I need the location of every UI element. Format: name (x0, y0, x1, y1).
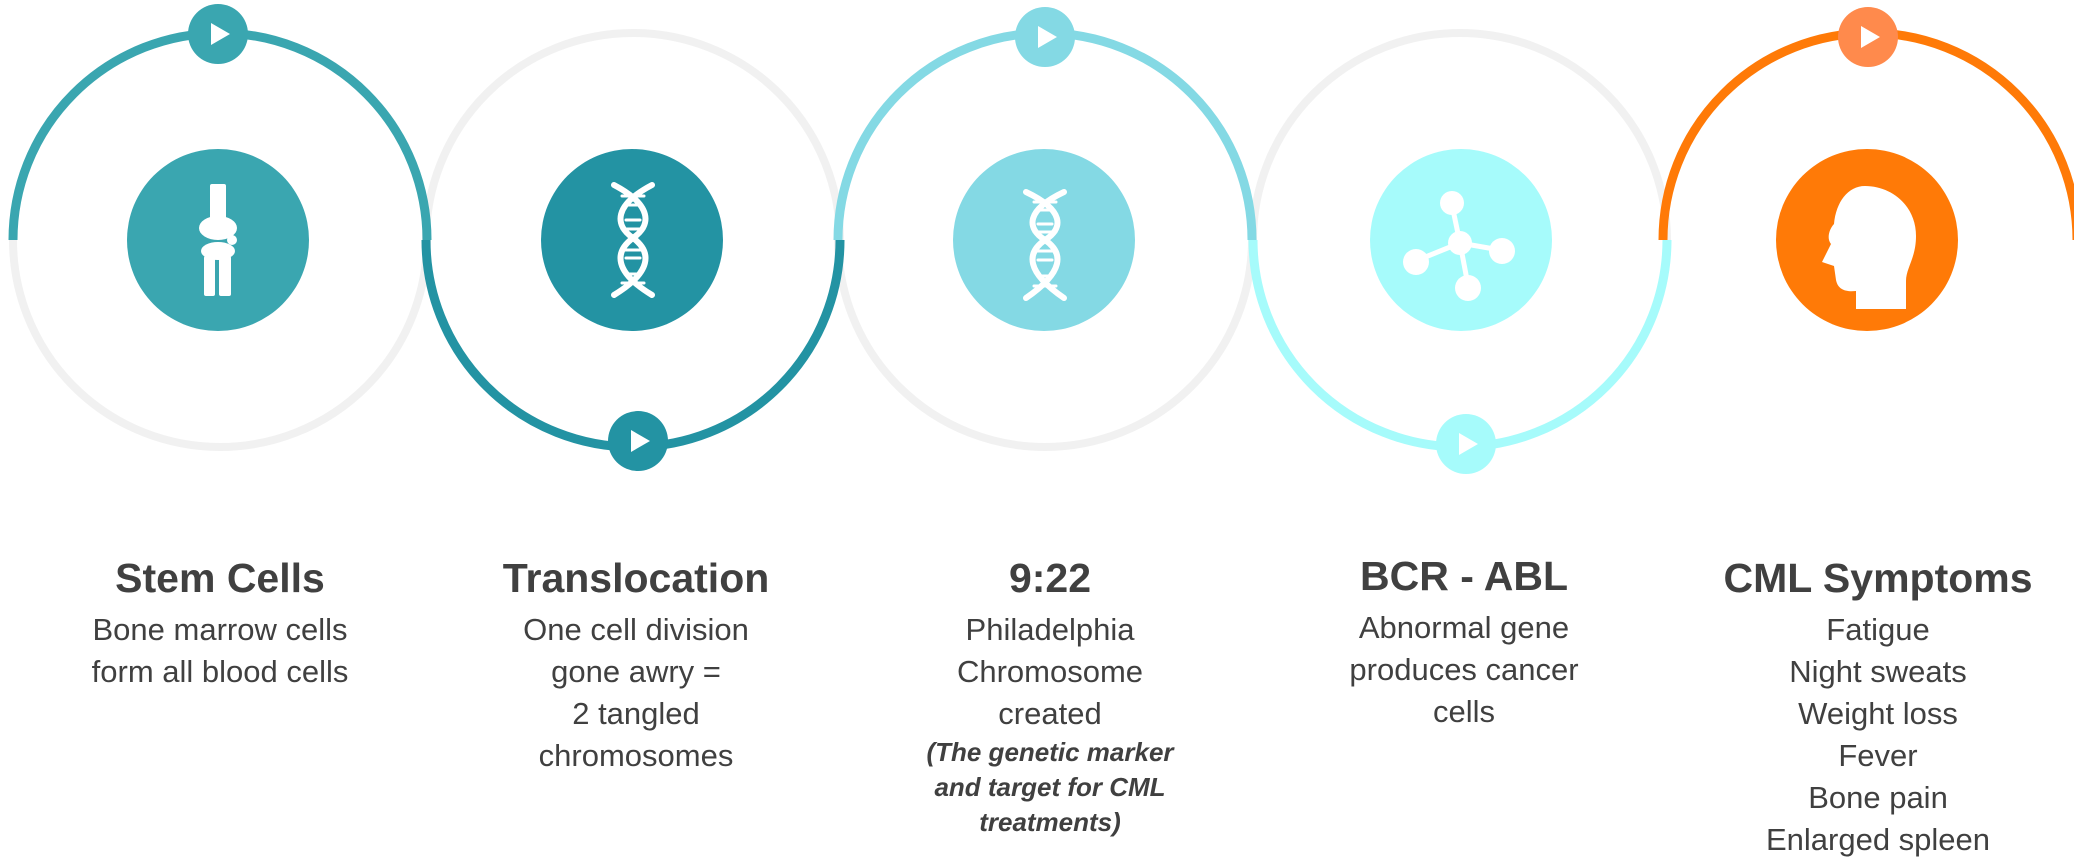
play-marker-2 (608, 411, 668, 471)
description-line: Fever (1838, 738, 1918, 773)
play-marker-1 (188, 4, 248, 64)
step-title: BCR - ABL (1359, 553, 1568, 599)
description-line: 2 tangled (572, 696, 700, 731)
knee-joint-icon (199, 184, 237, 296)
step-description: Philadelphia Chromosome created (880, 609, 1220, 735)
play-icon (211, 23, 230, 45)
description-line: Bone pain (1808, 780, 1948, 815)
play-icon (631, 430, 650, 452)
molecule-icon (1403, 191, 1515, 301)
step-bcr-abl: BCR - ABL Abnormal gene produces cancer … (1294, 553, 1634, 733)
description-line: form all blood cells (91, 654, 349, 689)
head-silhouette-icon (1822, 186, 1916, 309)
step-description: Bone marrow cells form all blood cells (50, 609, 390, 693)
step-title: CML Symptoms (1723, 555, 2033, 601)
description-line: created (998, 696, 1102, 731)
step-title: Translocation (502, 555, 770, 601)
description-line: gone awry = (551, 654, 721, 689)
step-stem-cells: Stem Cells Bone marrow cells form all bl… (50, 555, 390, 693)
description-line: Abnormal gene (1358, 610, 1570, 645)
play-icon (1038, 26, 1057, 48)
step-description: Abnormal gene produces cancer cells (1294, 607, 1634, 733)
step-cml-symptoms: CML Symptoms Fatigue Night sweats Weight… (1708, 555, 2048, 861)
description-line: Chromosome (956, 654, 1144, 689)
dna-icon (1023, 189, 1067, 301)
step-translocation: Translocation One cell division gone awr… (466, 555, 806, 777)
dna-icon (611, 182, 655, 298)
play-marker-5 (1838, 7, 1898, 67)
play-markers (188, 4, 1898, 474)
play-marker-4 (1436, 414, 1496, 474)
description-line: cells (1432, 694, 1495, 729)
description-line: Night sweats (1789, 654, 1967, 689)
step-9-22: 9:22 Philadelphia Chromosome created (Th… (880, 555, 1220, 840)
description-line: produces cancer (1349, 652, 1579, 687)
description-line: One cell division (523, 612, 749, 647)
step-description: Fatigue Night sweats Weight loss Fever B… (1708, 609, 2048, 861)
description-line: Fatigue (1826, 612, 1930, 647)
description-line: chromosomes (538, 738, 734, 773)
description-line: Weight loss (1798, 696, 1958, 731)
play-marker-3 (1015, 7, 1075, 67)
description-line: Philadelphia (965, 612, 1135, 647)
step-note: (The genetic marker and target for CML t… (926, 737, 1174, 837)
description-line: Bone marrow cells (92, 612, 348, 647)
description-line: Enlarged spleen (1765, 822, 1991, 857)
step-title: Stem Cells (115, 555, 325, 601)
step-title: 9:22 (1008, 555, 1092, 601)
play-icon (1861, 26, 1880, 48)
step-description: One cell division gone awry = 2 tangled … (466, 609, 806, 777)
play-icon (1459, 433, 1478, 455)
